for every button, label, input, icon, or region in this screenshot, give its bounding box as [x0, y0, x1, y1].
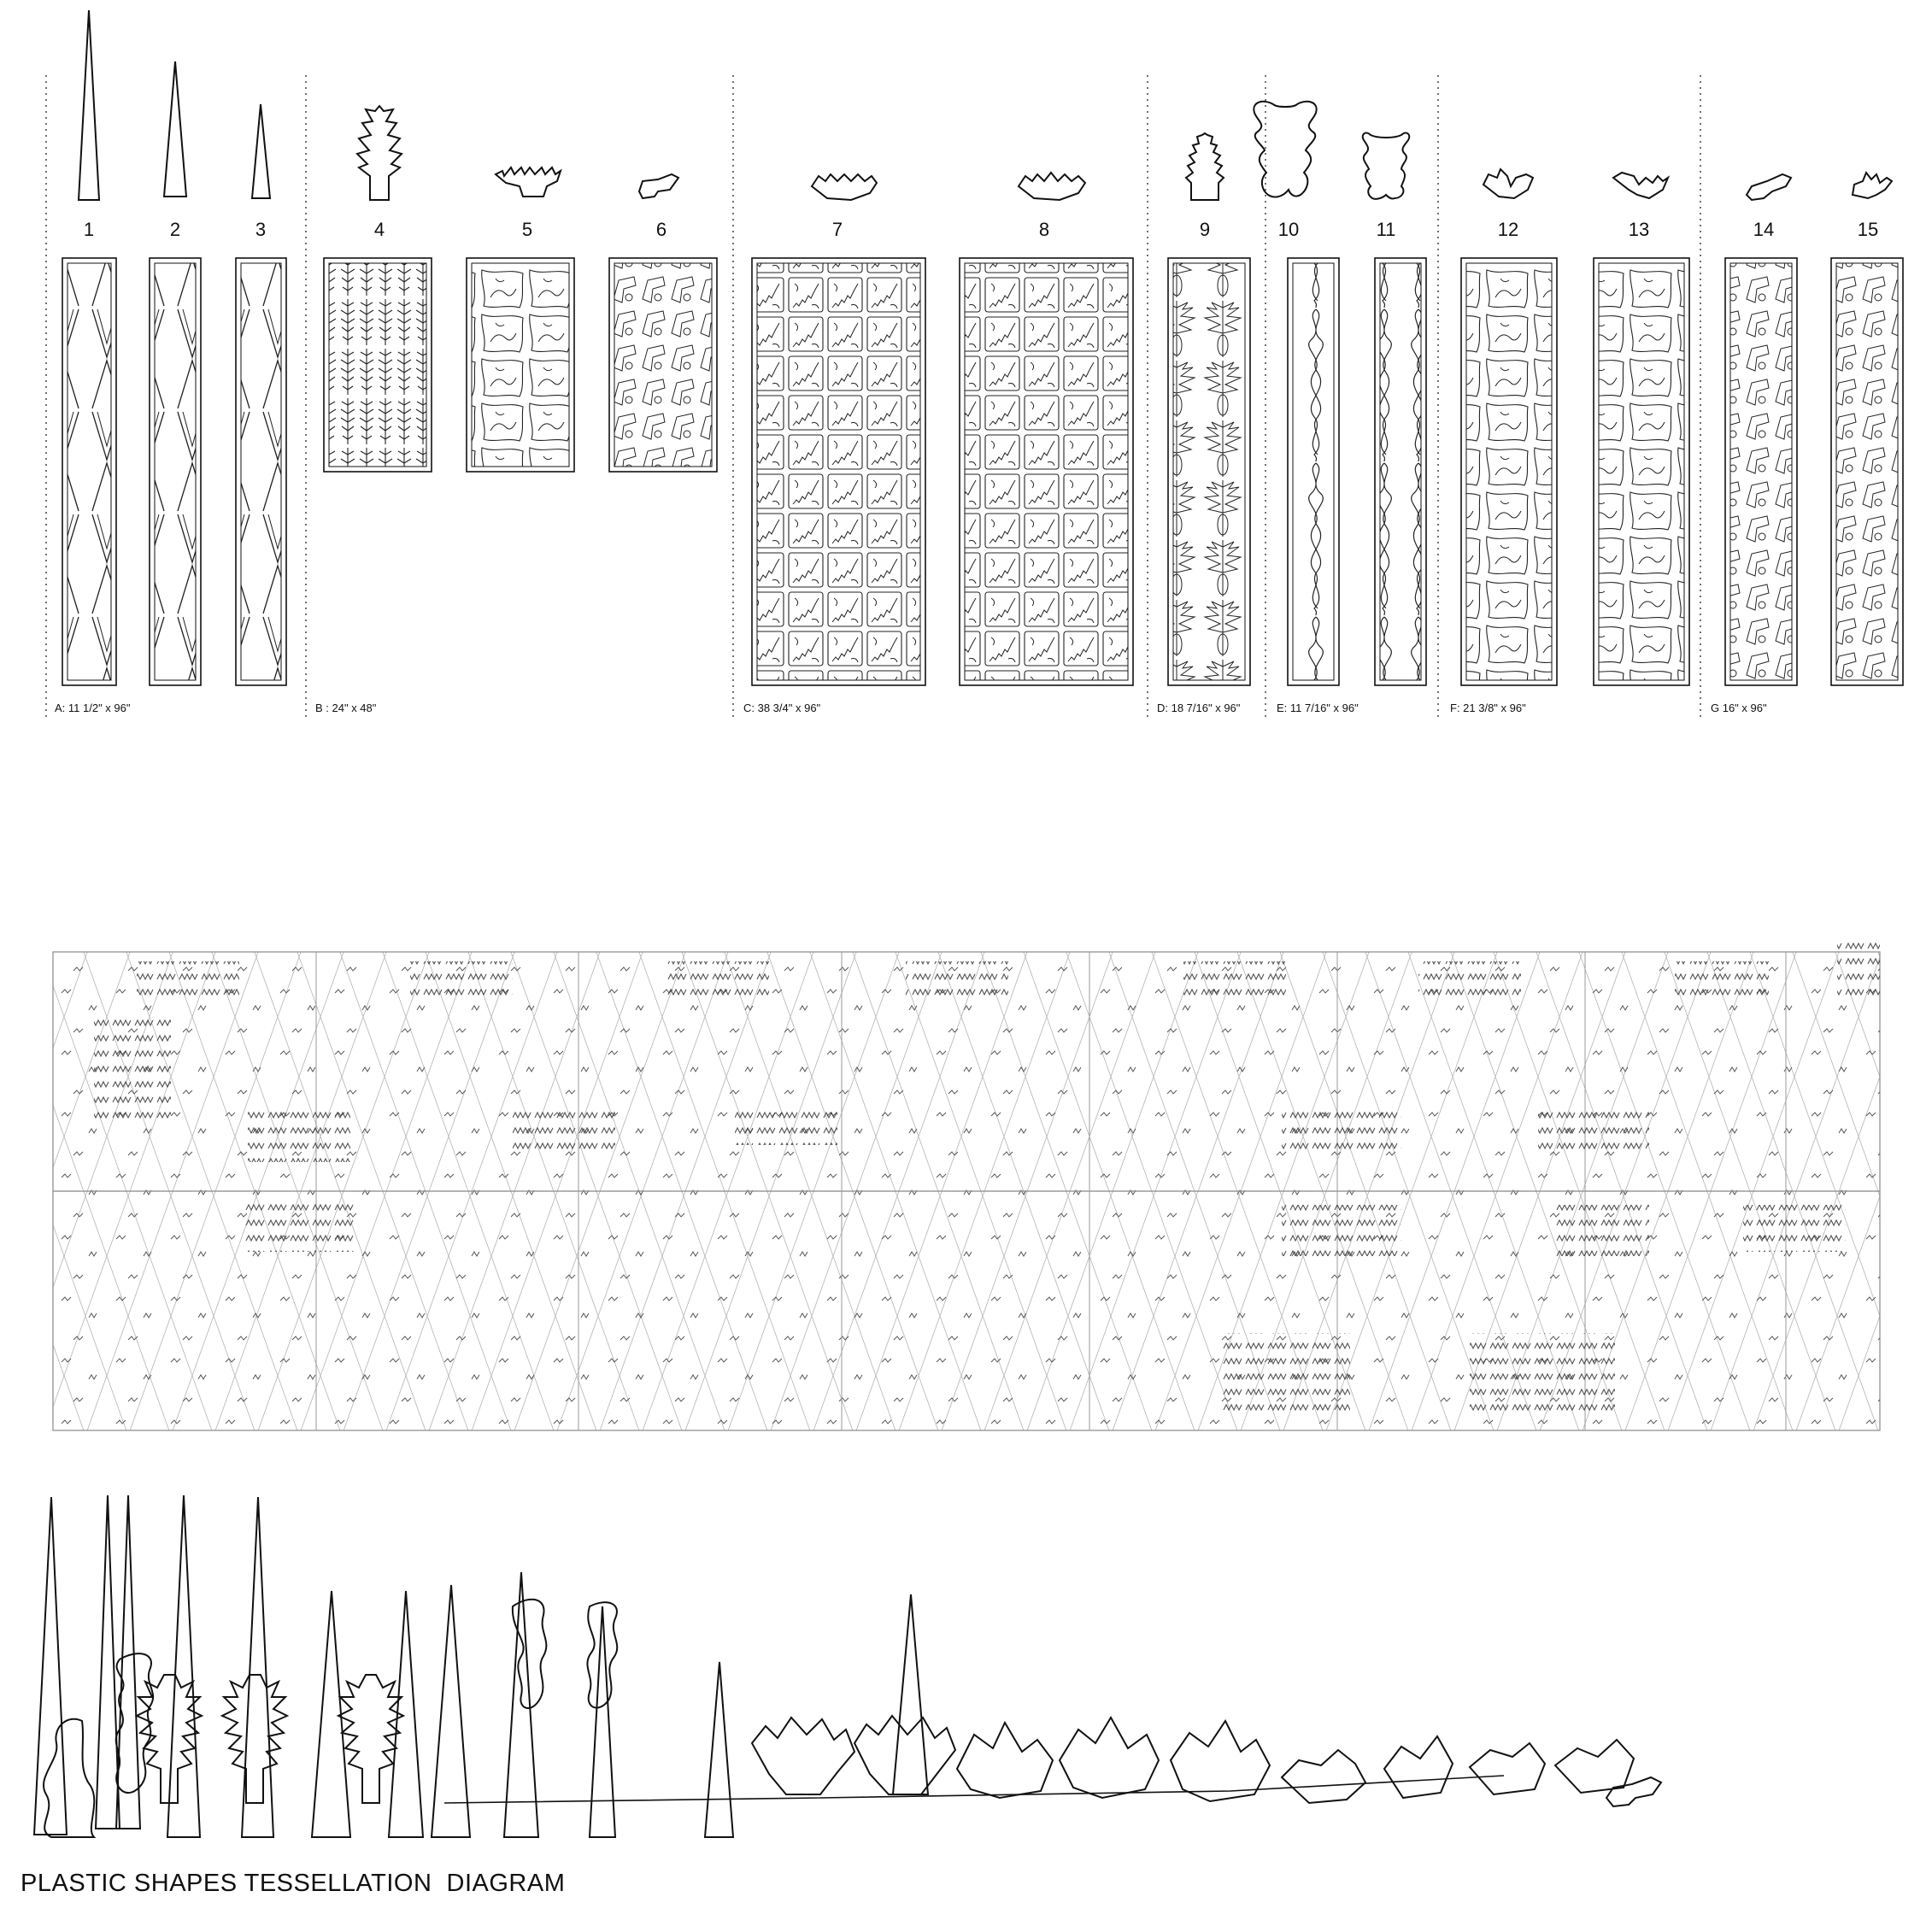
shape-number-6: 6: [656, 219, 667, 240]
shape-icon-6: [637, 173, 680, 200]
sheet-label-d: D: 18 7/16" x 96": [1157, 702, 1241, 714]
shape-number-12: 12: [1498, 219, 1518, 240]
shape-icon-4: [355, 104, 403, 201]
shape-icon-5: [494, 166, 562, 197]
sheet-panel-11: [1374, 257, 1427, 686]
wall-tessellation: [52, 936, 1881, 1431]
shape-number-15: 15: [1858, 219, 1878, 240]
shape-number-5: 5: [522, 219, 532, 240]
sheet-panel-8: [959, 257, 1134, 686]
sheet-panel-10: [1287, 257, 1340, 686]
shape-icon-2: [162, 61, 188, 197]
shape-number-11: 11: [1377, 219, 1396, 240]
dense-clusters: [94, 936, 1880, 1418]
shape-numbers: 1 2 3 4 5 6 7 8 9 10 11 12 13 14 15: [84, 219, 1878, 240]
shape-number-7: 7: [832, 219, 843, 240]
sheet-label-b: B : 24" x 48": [315, 702, 377, 714]
shape-icon-10: [1253, 100, 1318, 198]
sheet-label-a: A: 11 1/2" x 96": [55, 702, 131, 714]
sheet-panel-14: [1724, 257, 1798, 686]
sheet-panel-9: [1167, 257, 1251, 686]
shape-icon-11: [1361, 132, 1411, 200]
sheet-panel-3: [235, 257, 287, 686]
page-title: PLASTIC SHAPES TESSELLATION DIAGRAM: [21, 1870, 566, 1897]
shape-number-8: 8: [1039, 219, 1049, 240]
shape-icon-12: [1482, 167, 1535, 200]
shape-number-14: 14: [1753, 219, 1774, 240]
sheet-label-e: E: 11 7/16" x 96": [1277, 702, 1359, 714]
sheet-panel-4: [323, 257, 432, 473]
sheet-panel-15: [1830, 257, 1904, 686]
shape-icon-7: [810, 173, 878, 202]
shape-number-13: 13: [1629, 219, 1649, 240]
shape-icon-3: [250, 103, 272, 199]
cut-sheets: [62, 257, 1904, 686]
shape-number-1: 1: [84, 219, 94, 240]
sheet-label-g: G 16" x 96": [1711, 702, 1767, 714]
shape-icon-1: [77, 9, 101, 201]
shape-icons: [77, 9, 1894, 202]
sheet-size-labels: A: 11 1/2" x 96" B : 24" x 48" C: 38 3/4…: [55, 702, 1767, 714]
shape-number-2: 2: [170, 219, 180, 240]
sheet-label-c: C: 38 3/4" x 96": [743, 702, 821, 714]
sheet-panel-1: [62, 257, 117, 686]
sheet-panel-2: [149, 257, 202, 686]
sheet-panel-6: [608, 257, 718, 473]
sheet-panel-5: [466, 257, 575, 473]
shape-icon-8: [1017, 171, 1087, 202]
shape-number-10: 10: [1278, 219, 1299, 240]
shape-number-4: 4: [374, 219, 385, 240]
sheet-label-f: F: 21 3/8" x 96": [1450, 702, 1526, 714]
shape-number-9: 9: [1200, 219, 1210, 240]
shape-icon-9: [1184, 132, 1225, 201]
sheet-panel-13: [1593, 257, 1690, 686]
overlapping-shapes: [32, 1495, 1663, 1838]
shape-icon-14: [1745, 173, 1793, 202]
sheet-panel-12: [1460, 257, 1558, 686]
sheet-panel-7: [751, 257, 926, 686]
shape-icon-13: [1612, 171, 1671, 200]
shape-icon-15: [1851, 170, 1894, 200]
shape-number-3: 3: [255, 219, 266, 240]
